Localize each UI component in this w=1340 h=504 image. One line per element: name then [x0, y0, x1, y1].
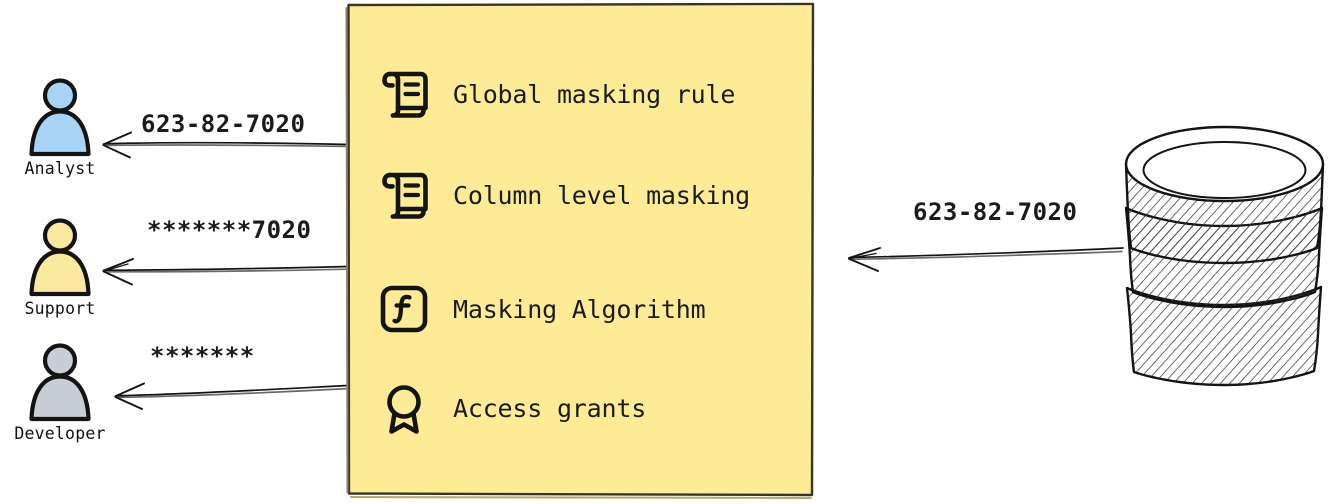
flow-support	[95, 246, 350, 292]
scroll-icon	[382, 172, 428, 219]
actor-label: Developer	[14, 424, 106, 443]
flow-label-analyst: 623-82-7020	[141, 110, 306, 138]
policy-row[interactable]: Global masking rule	[377, 62, 735, 126]
arrow-left-icon	[102, 258, 349, 286]
policy-row[interactable]: Masking Algorithm	[377, 277, 706, 341]
actor-developer[interactable]: Developer	[0, 343, 120, 443]
actor-analyst[interactable]: Analyst	[0, 78, 120, 178]
flow-analyst	[95, 118, 350, 164]
flow-label-developer: *******	[150, 342, 255, 370]
actor-label: Support	[24, 299, 96, 318]
policy-row-label: Column level masking	[453, 180, 751, 210]
policy-row-label: Global masking rule	[453, 79, 736, 109]
person-icon	[29, 78, 91, 157]
flow-database	[840, 230, 1125, 276]
actor-support[interactable]: Support	[0, 218, 120, 318]
actor-label: Analyst	[24, 159, 96, 178]
policy-row-label: Access grants	[453, 393, 647, 423]
award-icon	[387, 385, 421, 434]
flow-developer	[108, 370, 350, 416]
policy-card: Global masking rule Column level masking…	[345, 2, 815, 499]
flow-label-support: *******7020	[147, 216, 312, 244]
function-icon	[380, 285, 428, 333]
person-icon	[29, 218, 91, 297]
person-icon	[29, 343, 91, 422]
arrow-left-icon	[102, 131, 349, 159]
flow-label-database: 623-82-7020	[913, 198, 1078, 226]
database-cylinder-icon[interactable]	[1118, 120, 1333, 395]
scroll-icon	[382, 71, 428, 118]
policy-row[interactable]: Column level masking	[377, 163, 750, 227]
policy-row-label: Masking Algorithm	[453, 294, 706, 324]
policy-row[interactable]: Access grants	[377, 376, 646, 440]
arrow-left-icon	[114, 382, 349, 410]
arrow-left-icon	[848, 247, 1124, 272]
